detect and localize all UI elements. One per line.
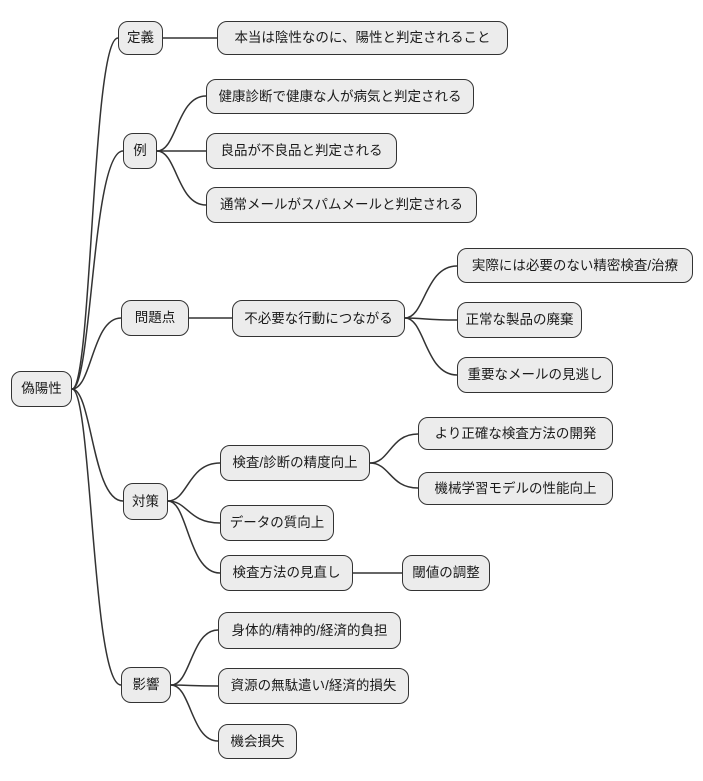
node-improve-test-accuracy: 検査/診断の精度向上	[220, 445, 370, 481]
node-problem-unnecessary-actions: 不必要な行動につながる	[232, 300, 405, 337]
edge-root-countermeasures	[71, 388, 124, 502]
node-problem-missed-important-mail: 重要なメールの見逃し	[457, 357, 613, 393]
node-examples: 例	[123, 133, 157, 169]
node-problems: 問題点	[121, 300, 189, 336]
node-develop-accurate-tests: より正確な検査方法の開発	[418, 417, 613, 450]
edge-unnecessary-tests	[404, 265, 458, 319]
node-countermeasures: 対策	[123, 483, 168, 520]
node-example-health-check: 健康診断で健康な人が病気と判定される	[206, 79, 474, 114]
node-problem-unneeded-tests: 実際には必要のない精密検査/治療	[457, 248, 693, 283]
edge-countermeasures-accuracy	[167, 462, 221, 502]
node-example-spam-mail: 通常メールがスパムメールと判定される	[206, 187, 477, 223]
edge-root-problems	[71, 317, 122, 390]
node-improve-data-quality: データの質向上	[220, 505, 334, 541]
node-problem-discard-normal-products: 正常な製品の廃棄	[457, 302, 582, 338]
edge-countermeasures-dataquality	[167, 500, 221, 524]
node-definition: 定義	[118, 21, 163, 55]
node-improve-ml-performance: 機械学習モデルの性能向上	[418, 472, 613, 505]
edge-accuracy-develop	[369, 433, 419, 464]
node-review-test-methods: 検査方法の見直し	[220, 555, 353, 591]
edge-root-definition	[71, 37, 119, 390]
edge-effects-opportunity	[170, 684, 219, 742]
edge-unnecessary-missedmail	[404, 317, 458, 376]
node-example-good-product: 良品が不良品と判定される	[206, 133, 397, 169]
node-root: 偽陽性	[11, 371, 72, 407]
edge-examples-health	[156, 95, 207, 152]
node-effect-opportunity-loss: 機会損失	[218, 724, 297, 759]
node-effect-waste-and-loss: 資源の無駄遣い/経済的損失	[218, 668, 409, 704]
edge-unnecessary-discard	[404, 317, 458, 321]
edge-effects-waste	[170, 684, 219, 687]
node-definition-desc: 本当は陰性なのに、陽性と判定されること	[217, 21, 508, 55]
node-adjust-threshold: 閾値の調整	[402, 555, 490, 591]
edge-root-examples	[71, 150, 124, 390]
edge-effects-burden	[170, 629, 219, 686]
edge-root-effects	[71, 388, 122, 686]
node-effect-burden: 身体的/精神的/経済的負担	[218, 612, 401, 649]
edge-accuracy-ml	[369, 462, 419, 489]
node-effects: 影響	[121, 667, 171, 703]
edge-examples-spam	[156, 150, 207, 206]
edge-countermeasures-review	[167, 500, 221, 574]
